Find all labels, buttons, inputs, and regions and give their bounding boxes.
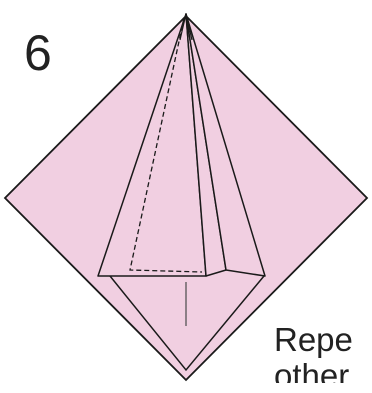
caption-line-1: Repe [274, 321, 353, 358]
fold-line-b [185, 13, 193, 41]
bottom-crop-mask [0, 383, 372, 393]
hidden-edge-dashed [129, 17, 203, 273]
fold-line-a [179, 13, 187, 41]
right-flap [185, 13, 266, 277]
lower-flap-outline [109, 275, 265, 372]
step-number: 6 [24, 25, 52, 81]
